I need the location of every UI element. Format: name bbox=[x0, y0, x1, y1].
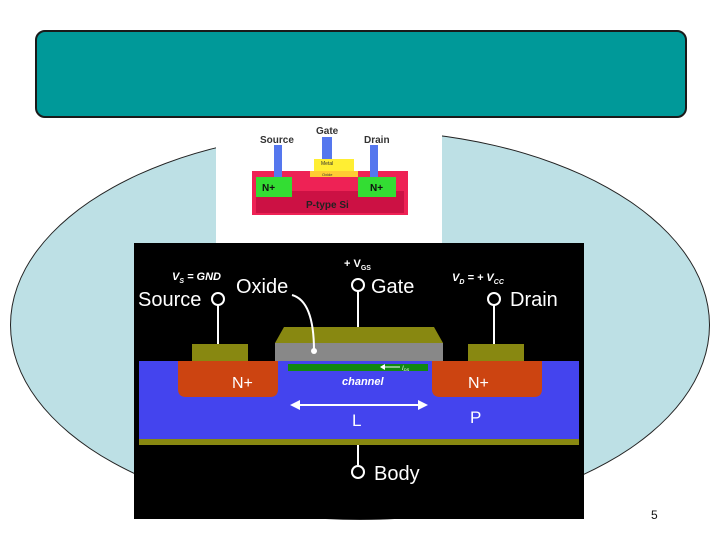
n-plus-left-label: N+ bbox=[232, 375, 253, 392]
top-oxide-label: Oxide bbox=[322, 172, 333, 177]
top-substrate-label: P-type Si bbox=[306, 200, 349, 211]
n-plus-left-region bbox=[256, 177, 292, 197]
source-terminal bbox=[211, 292, 225, 306]
top-gate-label: Gate bbox=[316, 126, 339, 137]
mosfet-cross-section-small: Source Gate Drain Metal Oxide N+ N+ P-ty… bbox=[216, 119, 442, 243]
body-terminal bbox=[351, 465, 365, 479]
top-metal-label: Metal bbox=[321, 161, 333, 167]
n-plus-right-region bbox=[358, 177, 396, 197]
n-plus-right-label: N+ bbox=[468, 375, 489, 392]
gate-label: Gate bbox=[371, 276, 414, 298]
top-n-plus-left-label: N+ bbox=[262, 183, 275, 194]
mosfet-main-svg: VS = GND + VGS VD = + VCC Source Oxide G… bbox=[138, 258, 579, 485]
channel-label: channel bbox=[342, 376, 385, 388]
mosfet-cross-section-main: VS = GND + VGS VD = + VCC Source Oxide G… bbox=[134, 243, 584, 519]
top-source-label: Source bbox=[260, 135, 294, 146]
metal-layer bbox=[314, 159, 354, 171]
drain-contact bbox=[468, 344, 524, 361]
drain-electrode bbox=[370, 145, 378, 177]
source-contact bbox=[192, 344, 248, 361]
page-number: 5 bbox=[651, 508, 658, 522]
gate-electrode bbox=[322, 137, 332, 159]
top-n-plus-right-label: N+ bbox=[370, 183, 383, 194]
length-label: L bbox=[352, 411, 361, 430]
n-plus-left-region bbox=[178, 361, 278, 397]
oxide-label: Oxide bbox=[236, 276, 288, 298]
gate-electrode bbox=[275, 327, 443, 343]
vgs-label: + VGS bbox=[344, 258, 371, 272]
oxide-layer bbox=[310, 171, 358, 177]
channel-strip bbox=[288, 364, 428, 371]
vs-label: VS = GND bbox=[172, 271, 221, 285]
oxide-pointer-line bbox=[291, 294, 315, 352]
gate-terminal bbox=[351, 278, 365, 292]
length-arrow-right-head bbox=[418, 400, 428, 410]
p-label: P bbox=[470, 408, 481, 427]
mosfet-small-svg: Source Gate Drain Metal Oxide N+ N+ P-ty… bbox=[252, 126, 408, 215]
source-electrode bbox=[274, 145, 282, 177]
n-plus-right-region bbox=[432, 361, 542, 397]
body-label: Body bbox=[374, 463, 420, 485]
drain-label: Drain bbox=[510, 289, 558, 311]
drain-terminal bbox=[487, 292, 501, 306]
ids-arrow-head bbox=[380, 364, 385, 370]
oxide-layer bbox=[275, 343, 443, 361]
length-arrow-left-head bbox=[290, 400, 300, 410]
top-drain-label: Drain bbox=[364, 135, 390, 146]
source-label: Source bbox=[138, 289, 201, 311]
title-bar bbox=[35, 30, 687, 118]
body-contact-strip bbox=[139, 439, 579, 445]
vd-label: VD = + VCC bbox=[452, 272, 505, 286]
oxide-pointer-dot bbox=[311, 348, 317, 354]
ids-label: IDS bbox=[402, 366, 410, 372]
